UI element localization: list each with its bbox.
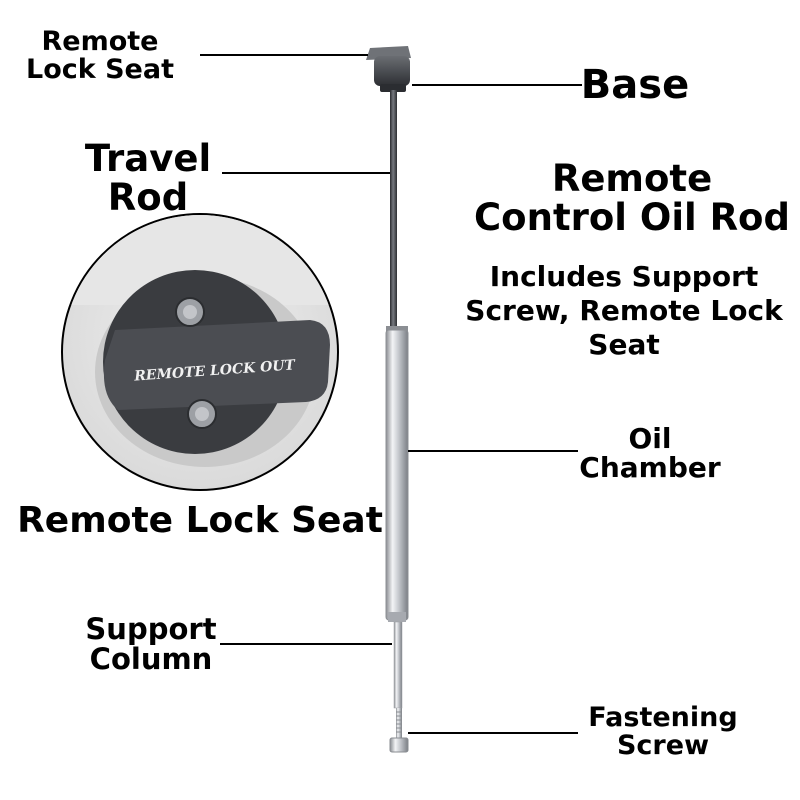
caption-remote-lock-seat: Remote Lock Seat (12, 502, 388, 540)
includes-note: Includes Support Screw, Remote Lock Seat (464, 260, 784, 362)
leader-fastening-screw (408, 732, 578, 734)
label-support-column: Support Column (80, 614, 222, 675)
label-line: Travel (84, 137, 212, 180)
label-line: Chamber (579, 451, 721, 485)
label-line: Support (85, 612, 217, 646)
label-line: Seat (588, 328, 660, 362)
label-line: Includes Support (489, 260, 759, 293)
label-line: Control Oil Rod (474, 195, 790, 239)
label-line: Remote (551, 157, 713, 200)
label-line: Rod (107, 175, 189, 219)
label-line: Base (580, 62, 690, 108)
label-base: Base (580, 64, 690, 106)
fastening-screw-part (389, 708, 409, 753)
label-line: Oil (628, 422, 672, 455)
oil-chamber-part (385, 326, 409, 622)
leader-support-column (220, 643, 392, 645)
remote-lock-seat-part (366, 46, 411, 92)
label-fastening-screw: Fastening Screw (584, 702, 742, 762)
remote-lock-seat-closeup: REMOTE LOCK OUT (61, 213, 339, 491)
leader-oil-chamber (408, 450, 578, 452)
product-name: Remote Control Oil Rod (474, 157, 790, 239)
label-line: Remote (41, 26, 159, 57)
label-line: Fastening (588, 702, 738, 733)
label-line: Column (89, 642, 213, 677)
label-line: Screw (616, 730, 710, 762)
leader-remote-lock-seat (200, 54, 368, 56)
leader-base (412, 84, 582, 86)
label-oil-chamber: Oil Chamber (574, 424, 726, 483)
label-travel-rod: Travel Rod (80, 137, 216, 219)
travel-rod-part (390, 90, 397, 328)
label-line: Remote Lock Seat (17, 500, 383, 541)
leader-travel-rod (222, 172, 390, 174)
label-line: Screw, Remote Lock (465, 294, 783, 328)
label-remote-lock-seat: Remote Lock Seat (14, 26, 186, 86)
support-column-part (393, 621, 403, 709)
label-line: Lock Seat (26, 54, 174, 86)
